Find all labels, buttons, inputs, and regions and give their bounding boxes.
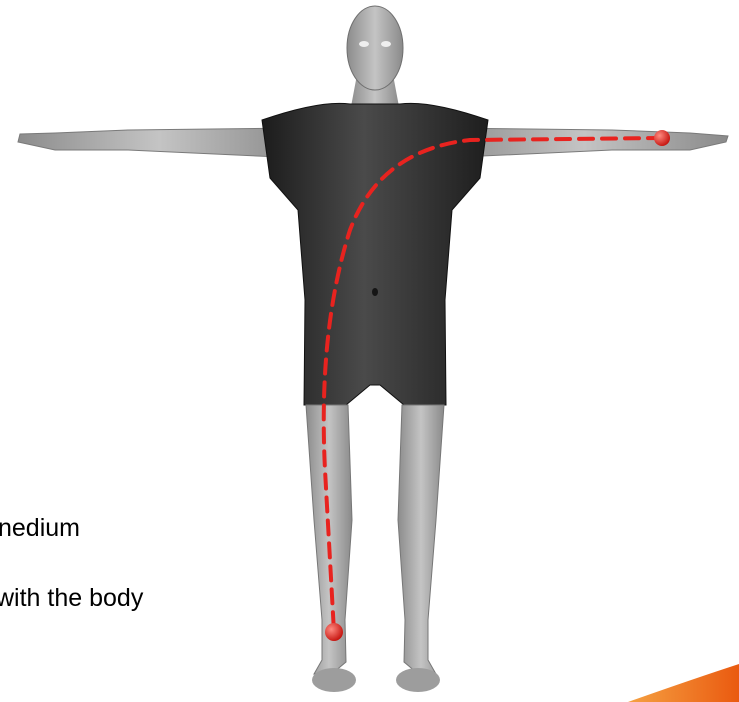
wrist-marker	[654, 130, 670, 146]
head	[347, 6, 403, 90]
caption-line-2: with the body	[0, 584, 143, 613]
corner-accent	[628, 664, 739, 702]
navel	[372, 288, 378, 296]
left-foot	[312, 668, 356, 692]
right-leg	[398, 405, 444, 674]
right-eye	[381, 41, 391, 47]
torso-suit	[262, 103, 488, 405]
right-foot	[396, 668, 440, 692]
left-arm	[18, 128, 300, 158]
ankle-marker	[325, 623, 343, 641]
caption-line-1: nedium	[0, 514, 80, 543]
left-eye	[359, 41, 369, 47]
